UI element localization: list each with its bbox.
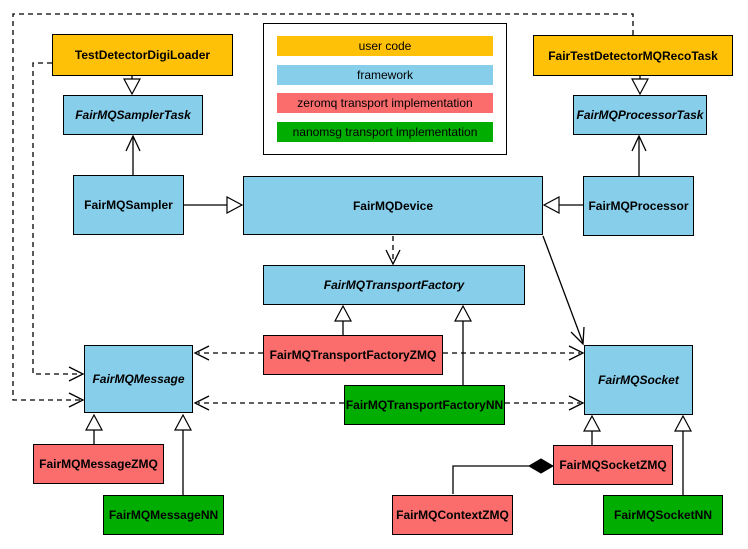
legend-item-nanomsg: nanomsg transport implementation [277, 121, 493, 142]
edge-dependency-factorynn-socket [505, 395, 585, 411]
class-box-fairtestdetectormqrecotask: FairTestDetectorMQRecoTask [533, 35, 733, 76]
edge-inheritance-sampler-device [184, 196, 244, 214]
edge-dependency-digiloader-message [32, 62, 85, 382]
class-box-fairmqprocessortask: FairMQProcessorTask [573, 95, 707, 135]
edge-association-sampler-samplertask [125, 134, 141, 175]
legend-item-zeromq: zeromq transport implementation [277, 93, 493, 114]
class-box-fairmqmessage: FairMQMessage [84, 345, 193, 413]
class-box-fairmqtransportfactoryzmq: FairMQTransportFactoryZMQ [263, 335, 443, 375]
class-box-fairmqtransportfactorynn: FairMQTransportFactoryNN [344, 385, 505, 425]
edge-association-device-socket [542, 235, 585, 346]
class-box-fairmqdevice: FairMQDevice [243, 176, 543, 235]
edge-inheritance-recotask-processortask [631, 76, 649, 96]
edge-dependency-factorynn-message [193, 395, 344, 411]
legend-item-framework: framework [277, 64, 493, 85]
class-box-fairmqsocket: FairMQSocket [584, 345, 693, 415]
edge-inheritance-messagezmq-message [85, 413, 103, 444]
edge-dependency-recotask-message [12, 13, 634, 408]
class-box-fairmqsamplertask: FairMQSamplerTask [63, 95, 203, 135]
edge-inheritance-messagenn-message [174, 413, 192, 495]
class-box-fairmqsocketzmq: FairMQSocketZMQ [553, 445, 673, 485]
class-box-fairmqsampler: FairMQSampler [73, 175, 184, 235]
legend-item-user-code: user code [277, 36, 493, 56]
class-box-fairmqprocessor: FairMQProcessor [583, 176, 694, 236]
edge-association-processor-processortask [631, 134, 647, 176]
class-box-fairmqmessagenn: FairMQMessageNN [103, 495, 224, 535]
edge-dependency-device-transportfactory [385, 236, 401, 266]
legend: user code framework zeromq transport imp… [263, 23, 507, 155]
class-box-fairmqtransportfactory: FairMQTransportFactory [263, 265, 525, 305]
edge-inheritance-processor-device [542, 196, 583, 214]
class-box-fairmqsocketnn: FairMQSocketNN [603, 495, 723, 535]
edge-composition-socketzmq-contextzmq [452, 458, 554, 494]
class-box-fairmqcontextzmq: FairMQContextZMQ [392, 495, 513, 535]
class-box-testdetectordigiloader: TestDetectorDigiLoader [52, 34, 233, 76]
edge-dependency-factoryzmq-socket [443, 345, 585, 361]
edge-inheritance-socketzmq-socket [583, 414, 601, 445]
edge-inheritance-socketnn-socket [674, 414, 692, 495]
class-box-fairmqmessagezmq: FairMQMessageZMQ [33, 444, 164, 484]
edge-inheritance-digiloader-samplertask [123, 76, 141, 96]
edge-inheritance-factoryzmq-transportfactory [334, 304, 352, 335]
edge-inheritance-factorynn-transportfactory [454, 304, 472, 385]
edge-dependency-factoryzmq-message [193, 345, 263, 361]
